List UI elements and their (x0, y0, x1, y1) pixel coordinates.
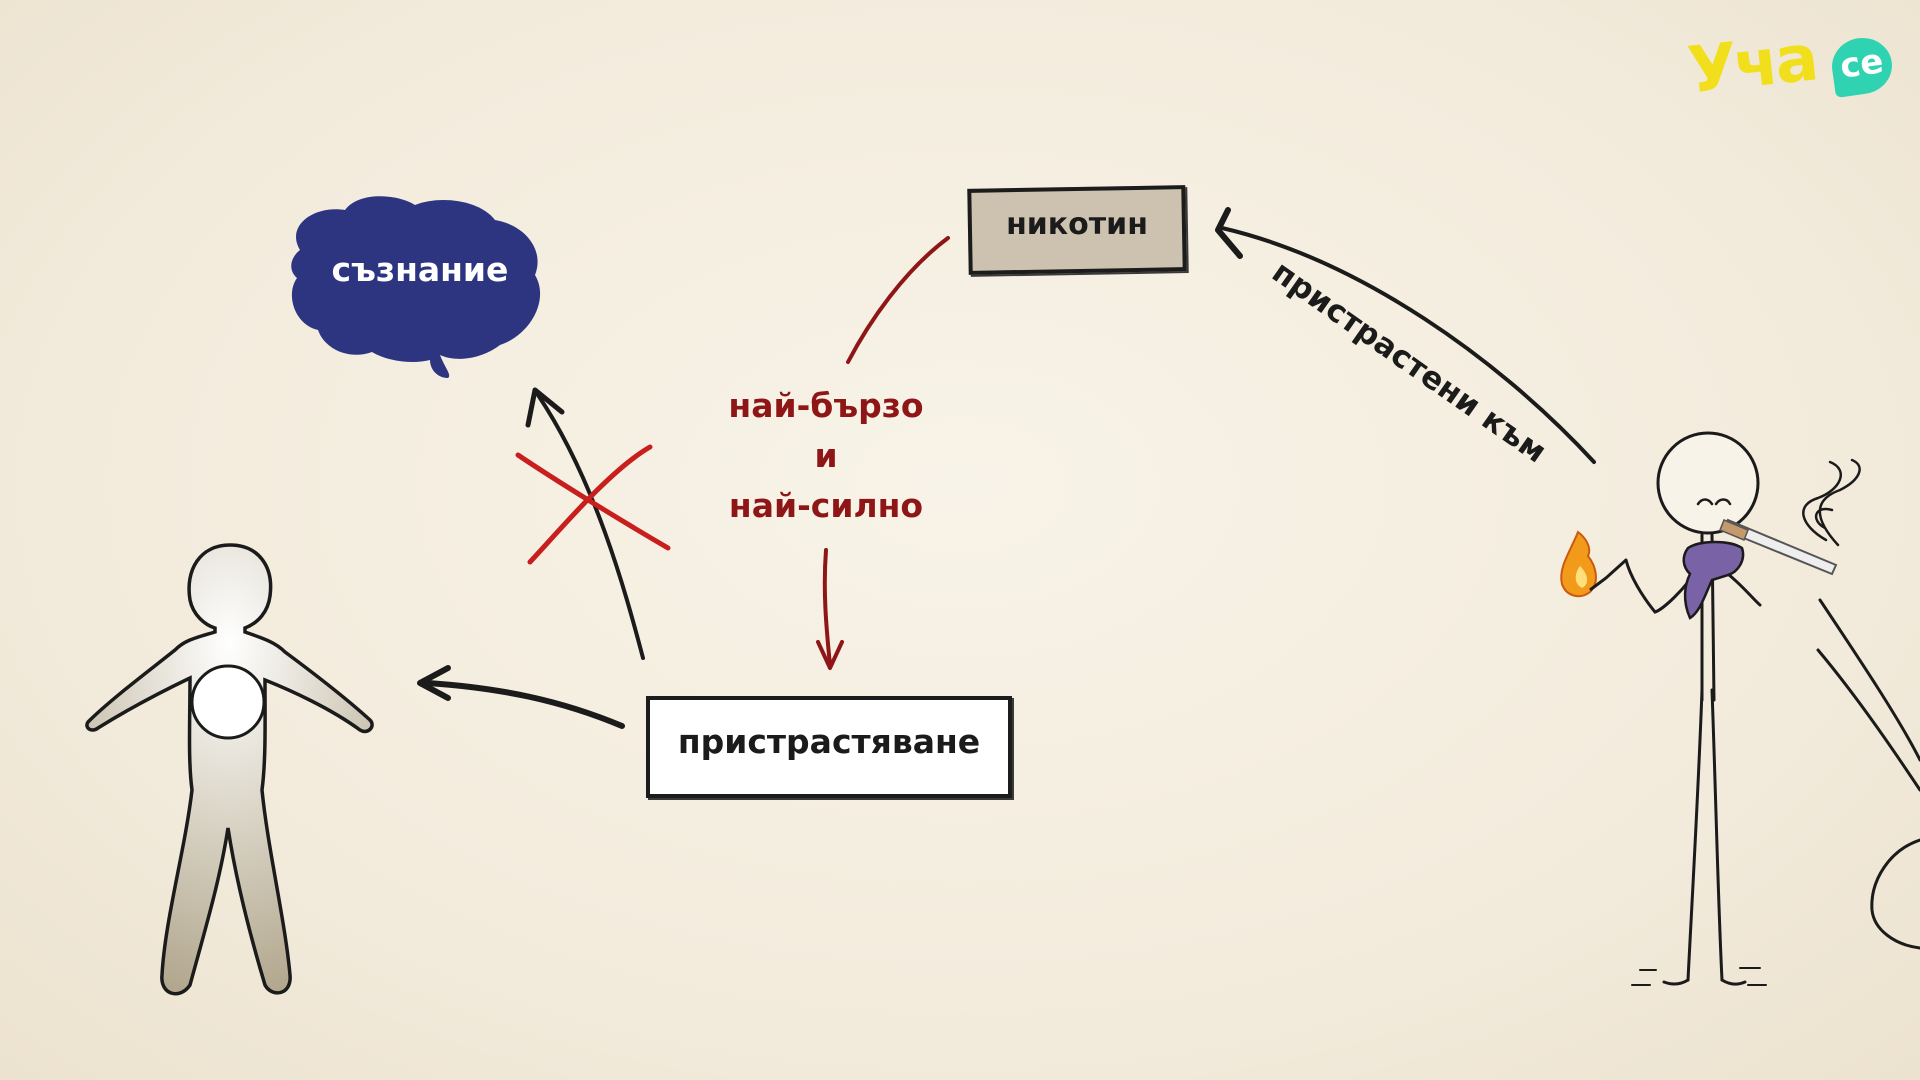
red-cross-icon (515, 444, 671, 565)
fastest-label-line3: най-силно (728, 486, 924, 525)
addiction-box (646, 696, 1012, 798)
consciousness-label: съзнание (331, 250, 509, 289)
arrow-head-icon (525, 387, 565, 428)
lighter-icon (1589, 558, 1628, 592)
red-arrow-to-addiction (822, 548, 832, 667)
flame-core-icon (1575, 566, 1588, 588)
arrow-head-icon (816, 640, 844, 670)
smoker-figure-icon (1624, 431, 1920, 986)
arrow-head-icon (417, 665, 451, 701)
flame-icon (1560, 530, 1597, 598)
brain-icon (291, 196, 541, 378)
scarf-icon (1682, 540, 1745, 620)
heart-glow-icon (190, 664, 266, 740)
arrow-addiction-to-brain (536, 393, 645, 660)
person-figure-icon (85, 543, 374, 996)
nicotine-label: никотин (1006, 207, 1148, 242)
cigarette-filter-icon (1719, 519, 1749, 541)
arrow-smoker-to-nicotine (1220, 226, 1596, 464)
fastest-label-line1: най-бързо (728, 386, 924, 425)
red-arc-nicotine (846, 236, 950, 364)
addiction-label: пристрастяване (677, 722, 981, 761)
smoke-icon (1802, 458, 1861, 547)
fastest-label-line2: и (814, 436, 838, 475)
arrow-addiction-to-person (425, 680, 625, 729)
arrow-head-icon (1215, 207, 1243, 259)
